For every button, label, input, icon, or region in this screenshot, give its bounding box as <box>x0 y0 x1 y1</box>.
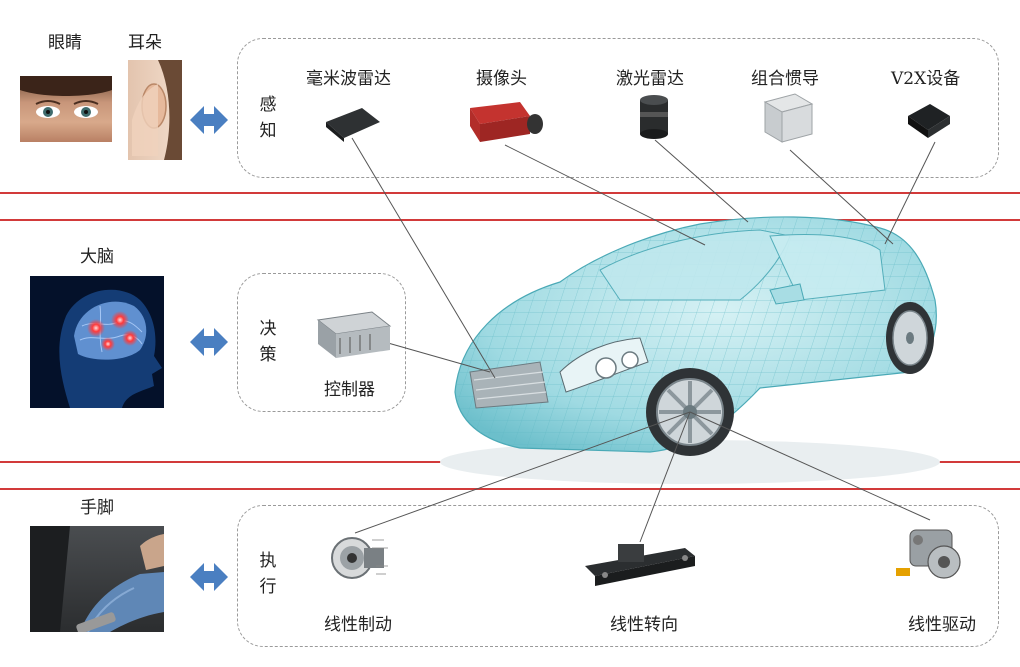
car-shadow <box>440 440 940 484</box>
connector-controller <box>387 342 491 373</box>
car-rear-wheel <box>886 302 934 374</box>
category-decision-text: 决策 <box>259 319 277 365</box>
connector-ins <box>789 149 894 245</box>
connector-drive <box>689 411 931 521</box>
connector-lidar <box>654 139 749 223</box>
decision-group-box <box>237 273 406 412</box>
ear-photo <box>128 60 182 160</box>
perception-group-box <box>237 38 999 178</box>
connector-radar <box>351 137 496 379</box>
hands-feet-photo <box>30 526 164 632</box>
separator-line-2 <box>0 219 1020 221</box>
double-arrow-icon-execution <box>190 563 228 591</box>
category-perception-text: 感知 <box>259 95 277 141</box>
eyes-photo <box>20 76 112 142</box>
separator-line-1 <box>0 192 1020 194</box>
brain-photo <box>30 276 164 408</box>
device-label-mmwave-radar: 毫米波雷达 <box>306 69 391 89</box>
category-perception: 感知 <box>258 92 278 144</box>
device-label-brake: 线性制动 <box>324 615 392 635</box>
connector-camera <box>504 144 706 246</box>
double-arrow-icon-decision <box>190 328 228 356</box>
body-label-hands-feet: 手脚 <box>80 498 114 518</box>
device-label-drive: 线性驱动 <box>908 615 976 635</box>
category-decision: 决策 <box>258 316 278 368</box>
double-arrow-icon-perception <box>190 106 228 134</box>
device-label-ins: 组合惯导 <box>751 69 819 89</box>
connector-brake <box>354 411 691 534</box>
device-label-v2x: V2X设备 <box>891 69 961 89</box>
arrows <box>190 106 228 591</box>
device-label-controller: 控制器 <box>324 380 375 400</box>
category-execution: 执行 <box>258 548 278 600</box>
car-windshield <box>599 229 791 301</box>
device-label-camera: 摄像头 <box>476 69 527 89</box>
device-label-lidar: 激光雷达 <box>616 69 684 89</box>
connector-v2x <box>884 141 936 245</box>
connector-steering <box>639 411 691 543</box>
car-side-window <box>769 234 886 301</box>
body-label-brain: 大脑 <box>80 247 114 267</box>
device-label-steering: 线性转向 <box>610 615 678 635</box>
body-label-eyes: 眼睛 <box>48 33 82 53</box>
body-label-ears: 耳朵 <box>128 33 162 53</box>
category-execution-text: 执行 <box>259 551 277 597</box>
separator-line-4 <box>0 488 1020 490</box>
execution-group-box <box>237 505 999 647</box>
